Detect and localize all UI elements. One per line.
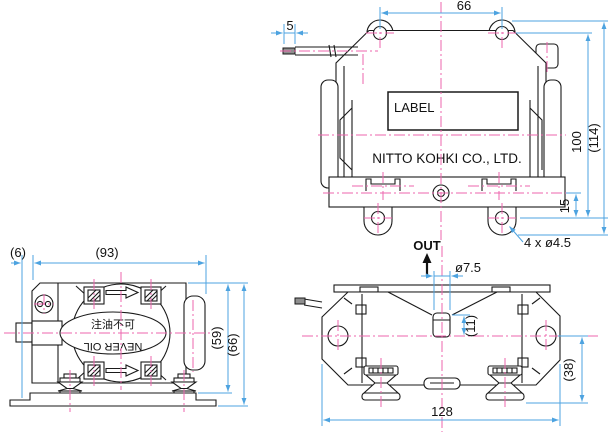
side-view: 注油不可 NEVER OIL	[4, 245, 248, 412]
dim-lead-strip: 5	[286, 18, 293, 33]
dim-side-body-height: (59)	[209, 326, 224, 349]
front-base	[328, 176, 566, 208]
front-cylinder-left	[320, 79, 339, 189]
dim-foot-offset: 15	[557, 199, 572, 213]
dim-center-to-edge: (38)	[561, 358, 576, 381]
company-name: NITTO KOHKI CO., LTD.	[372, 151, 522, 166]
dim-port-height: (11)	[463, 315, 478, 337]
dim-plate-overhang: (6)	[10, 245, 26, 260]
dim-mounting-holes-note: 4 x ø4.5	[524, 235, 571, 250]
top-dimensions: ø7.5 (11) (38) 128	[321, 260, 588, 426]
top-body	[321, 291, 561, 386]
label-box	[387, 91, 519, 131]
front-center-lines	[280, 2, 566, 240]
rotation-arrow-top	[105, 286, 140, 299]
out-label: OUT	[413, 238, 441, 253]
top-lead-wire	[294, 297, 323, 309]
dim-overall-width: 128	[431, 404, 453, 419]
front-cylinder-right	[543, 79, 562, 189]
dim-mount-spacing: 66	[457, 0, 471, 13]
dim-outlet-dia: ø7.5	[455, 260, 481, 275]
funnel-left	[387, 291, 433, 316]
front-clamp-left	[339, 100, 353, 178]
dim-hole-height: 100	[569, 131, 584, 153]
top-wire-stripped-end	[294, 297, 306, 305]
dim-side-overall-height: (66)	[225, 333, 240, 356]
front-dimensions: 66 5 100 (114) 15 4 x ø4.5	[271, 0, 608, 250]
dim-overall-height: (114)	[586, 123, 601, 152]
funnel-right	[451, 291, 498, 316]
side-dimensions: (6) (93) (59) (66)	[10, 245, 248, 407]
front-clamp-right	[529, 100, 543, 178]
top-view: OUT ø7.5 (11) (38) 128	[294, 238, 600, 432]
dim-body-depth: (93)	[95, 245, 118, 260]
no-oil-en: NEVER OIL	[84, 340, 143, 352]
label-text: LABEL	[394, 100, 434, 115]
side-center-lines	[4, 272, 214, 412]
front-view: LABEL NITTO KOHKI CO., LTD.	[271, 0, 608, 250]
side-base-plate	[9, 392, 217, 407]
top-center-lines	[302, 246, 600, 432]
front-base-clip-left	[365, 178, 401, 191]
out-flow-arrow: OUT	[413, 238, 441, 276]
rotation-arrow-bottom	[105, 364, 140, 377]
top-cap-details	[343, 297, 541, 375]
front-base-clip-right	[481, 178, 517, 191]
no-oil-jp: 注油不可	[91, 317, 135, 331]
